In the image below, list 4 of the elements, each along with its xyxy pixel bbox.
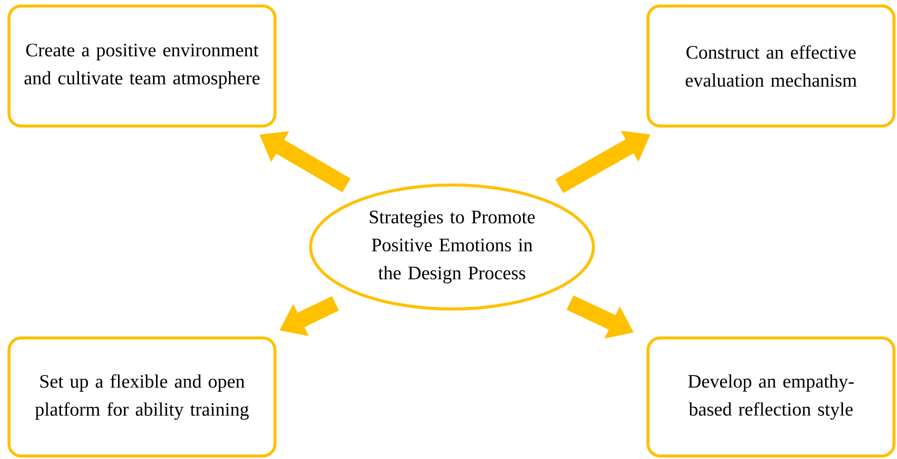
strategy-box: Develop an empathy-based reflection style	[646, 336, 896, 458]
strategy-box: Create a positive environment and cultivate team atmosphere	[8, 4, 276, 128]
strategy-box: Set up a flexible and open platform for ability training	[8, 336, 276, 458]
strategy-box: Construct an effective evaluation mechanism	[646, 4, 896, 128]
